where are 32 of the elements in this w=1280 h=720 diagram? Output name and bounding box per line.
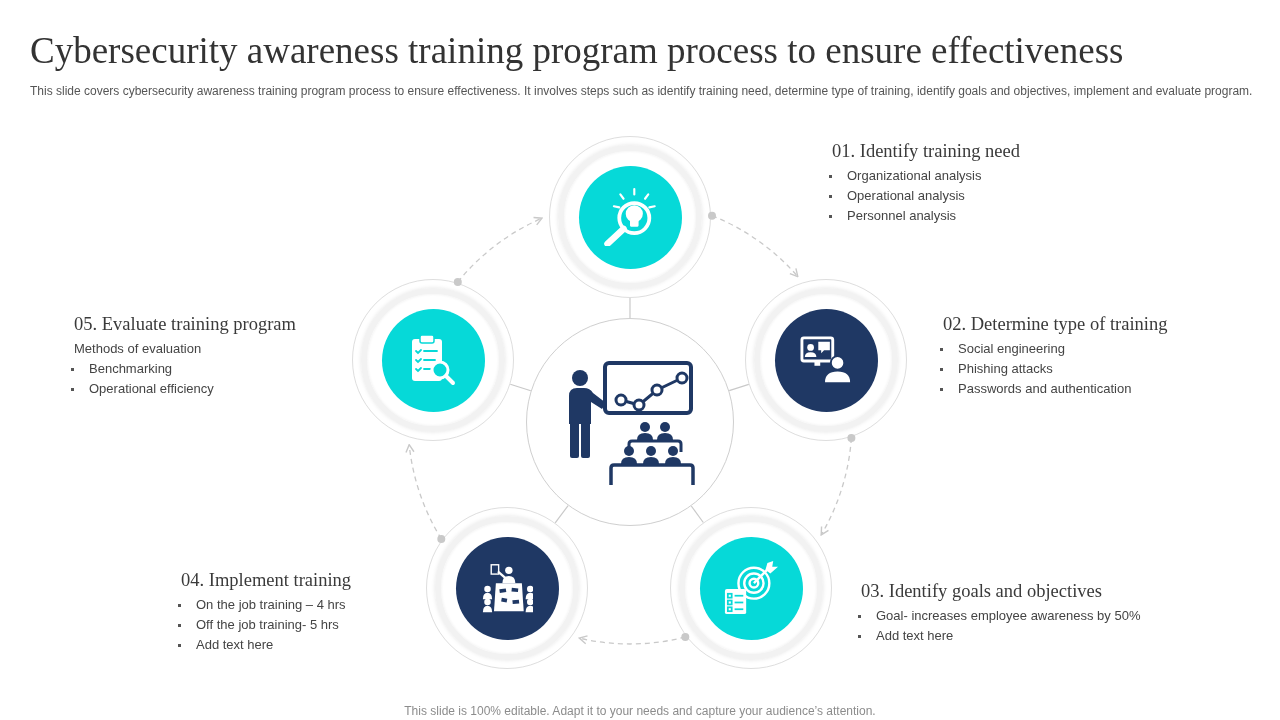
bullet-item: Add text here <box>175 635 274 655</box>
bullet-item: Add text here <box>855 626 954 646</box>
dashed-arrow <box>453 217 543 286</box>
bullet-item: Passwords and authentication <box>937 379 1132 399</box>
bullet-item: On the job training – 4 hrs <box>175 595 346 615</box>
bullet-item: Organizational analysis <box>826 166 982 186</box>
step-heading: 04. Implement training <box>180 569 352 592</box>
bullet-item: Benchmarking <box>68 359 173 379</box>
bullet-item: Phishing attacks <box>937 359 1053 379</box>
connector-line <box>509 383 532 392</box>
slide-title: Cybersecurity awareness training program process to ensure effectiveness <box>30 29 1124 73</box>
bullet-item: Operational analysis <box>826 186 965 206</box>
step-heading: 02. Determine type of training <box>942 313 1168 336</box>
dashed-arrow <box>578 633 690 645</box>
step-heading: 03. Identify goals and objectives <box>860 580 1102 603</box>
connector-line <box>554 505 569 524</box>
step-heading: 05. Evaluate training program <box>73 313 296 336</box>
dashed-arrow <box>708 211 799 278</box>
step-heading: 01. Identify training need <box>831 140 1021 163</box>
connector-line <box>629 297 631 319</box>
bullet-item: Personnel analysis <box>826 206 957 226</box>
footer-note: This slide is 100% editable. Adapt it to your needs and capture your audience’s attention. <box>404 704 876 719</box>
bullet-item: Goal- increases employee awareness by 50% <box>855 606 1141 626</box>
dashed-arrow <box>820 434 856 536</box>
bullet-item: Social engineering <box>937 339 1065 359</box>
connector-line <box>690 505 704 524</box>
bullet-item: Off the job training- 5 hrs <box>175 615 339 635</box>
slide-subtitle: This slide covers cybersecurity awareness training program process to ensure effectiveness. It involves steps such as identify training need, determine type of training, identify goals and objectives, implement and evaluate program. <box>30 84 1253 99</box>
connector-line <box>728 383 750 392</box>
bullet-item: Operational efficiency <box>68 379 214 399</box>
body-text: Methods of evaluation <box>73 340 202 358</box>
dashed-arrow <box>405 444 446 543</box>
